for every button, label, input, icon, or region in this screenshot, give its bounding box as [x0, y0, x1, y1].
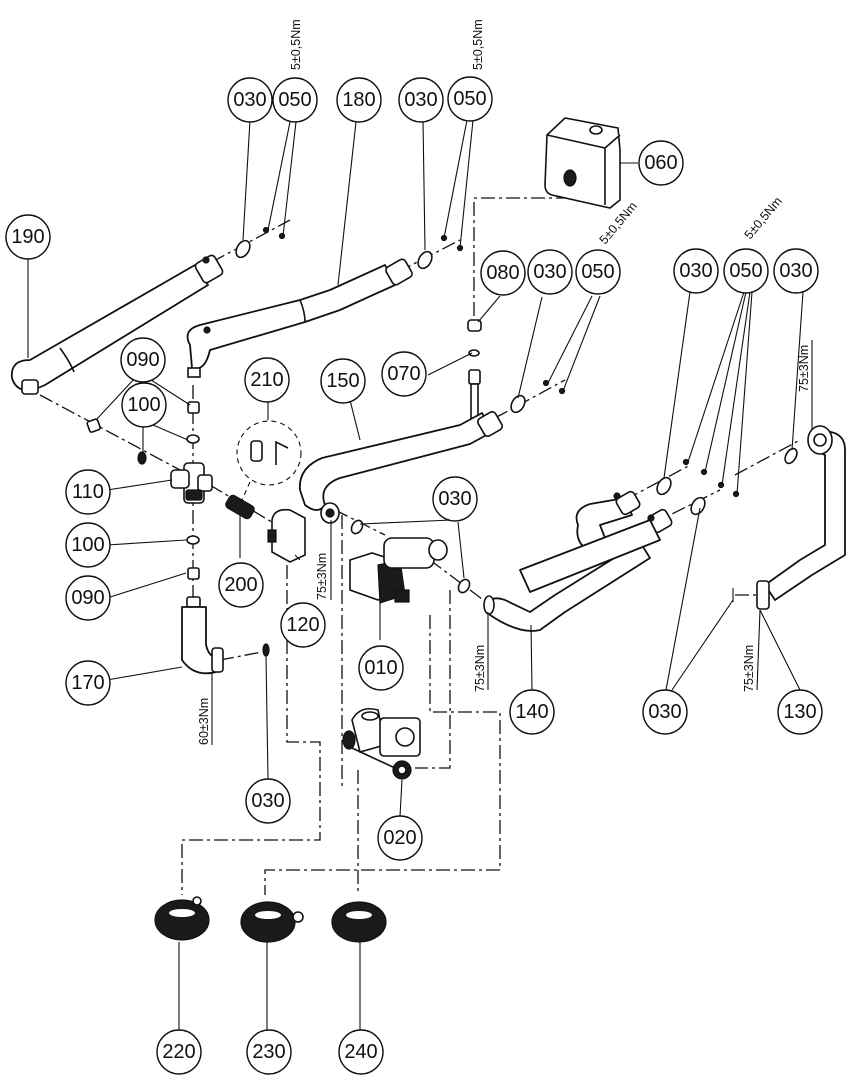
coil-240: [331, 901, 387, 943]
callout-label: 170: [71, 672, 104, 694]
callout-030[interactable]: 030: [673, 248, 719, 294]
callout-label: 020: [383, 827, 416, 849]
callout-030[interactable]: 030: [398, 77, 444, 123]
callout-060[interactable]: 060: [638, 140, 684, 186]
torque-label: 5±0,5Nm: [289, 19, 303, 70]
callout-150[interactable]: 150: [320, 358, 366, 404]
part-210-parts: [250, 440, 289, 465]
pump-020: [342, 707, 421, 780]
o-rings-top: [137, 239, 798, 657]
callout-label: 030: [648, 701, 681, 723]
callout-label: 090: [71, 587, 104, 609]
callout-120[interactable]: 120: [280, 602, 326, 648]
torque-label: 5±0,5Nm: [742, 194, 785, 242]
callout-110[interactable]: 110: [65, 469, 111, 515]
callout-label: 200: [224, 574, 257, 596]
callout-210[interactable]: 210: [244, 357, 290, 403]
callout-label: 030: [233, 89, 266, 111]
callout-030[interactable]: 030: [227, 77, 273, 123]
pipe-140: [483, 541, 651, 632]
parts-080-070: [467, 319, 482, 423]
callouts: 030 050 180 030 050 060 190 080 030 050 …: [5, 76, 823, 1075]
callout-label: 180: [342, 89, 375, 111]
pipe-190: [10, 254, 224, 395]
callout-140[interactable]: 140: [509, 689, 555, 735]
callout-200[interactable]: 200: [218, 562, 264, 608]
callout-030[interactable]: 030: [245, 778, 291, 824]
coil-230: [240, 901, 304, 943]
callout-050[interactable]: 050: [575, 249, 621, 295]
callout-label: 120: [286, 614, 319, 636]
pipe-150: [299, 411, 503, 524]
callout-label: 030: [533, 261, 566, 283]
callout-label: 070: [387, 363, 420, 385]
callout-label: 150: [326, 370, 359, 392]
callout-label: 080: [486, 262, 519, 284]
callout-030[interactable]: 030: [527, 249, 573, 295]
tee-110: [86, 401, 213, 580]
leader-lines: [27, 119, 813, 1030]
callout-240[interactable]: 240: [338, 1029, 384, 1075]
callout-100[interactable]: 100: [121, 382, 167, 428]
callout-label: 240: [344, 1041, 377, 1063]
pipe-right-upper: [519, 490, 673, 593]
torque-label: 5±0,5Nm: [471, 19, 485, 70]
callout-030[interactable]: 030: [432, 476, 478, 522]
coil-220: [154, 896, 210, 941]
callout-050[interactable]: 050: [723, 248, 769, 294]
callout-label: 140: [515, 701, 548, 723]
callout-170[interactable]: 170: [65, 660, 111, 706]
pipe-130: [732, 425, 846, 610]
coils: [154, 896, 387, 943]
callout-030[interactable]: 030: [773, 248, 819, 294]
torque-label: 75±3Nm: [315, 553, 329, 600]
callout-label: 030: [251, 790, 284, 812]
callout-label: 030: [438, 488, 471, 510]
callout-label: 130: [783, 701, 816, 723]
callout-220[interactable]: 220: [156, 1029, 202, 1075]
pipe-180: [186, 258, 413, 378]
callout-090[interactable]: 090: [65, 575, 111, 621]
callout-label: 050: [278, 89, 311, 111]
part-200: [225, 494, 255, 520]
callout-label: 050: [729, 260, 762, 282]
torque-label: 60±3Nm: [197, 698, 211, 745]
callout-010[interactable]: 010: [358, 645, 404, 691]
callout-label: 030: [779, 260, 812, 282]
callout-050[interactable]: 050: [447, 76, 493, 122]
box-060: [544, 117, 621, 209]
callout-label: 050: [581, 261, 614, 283]
callout-label: 210: [250, 369, 283, 391]
callout-070[interactable]: 070: [381, 351, 427, 397]
callout-label: 010: [364, 657, 397, 679]
callout-label: 190: [11, 226, 44, 248]
callout-030[interactable]: 030: [642, 689, 688, 735]
callout-label: 100: [71, 534, 104, 556]
callout-label: 050: [453, 88, 486, 110]
callout-100[interactable]: 100: [65, 522, 111, 568]
torque-label: 75±3Nm: [797, 345, 811, 392]
part-120: [267, 508, 306, 563]
callout-180[interactable]: 180: [336, 77, 382, 123]
callout-080[interactable]: 080: [480, 250, 526, 296]
callout-label: 090: [126, 349, 159, 371]
callout-label: 220: [162, 1041, 195, 1063]
callout-230[interactable]: 230: [246, 1029, 292, 1075]
callout-label: 030: [404, 89, 437, 111]
callout-label: 030: [679, 260, 712, 282]
torque-label: 75±3Nm: [473, 645, 487, 692]
pump-010: [349, 537, 448, 604]
callout-190[interactable]: 190: [5, 214, 51, 260]
callout-label: 060: [644, 152, 677, 174]
callout-020[interactable]: 020: [377, 815, 423, 861]
callout-130[interactable]: 130: [777, 689, 823, 735]
callout-label: 100: [127, 394, 160, 416]
pipe-170: [181, 596, 224, 675]
callout-label: 110: [72, 481, 104, 503]
callout-050[interactable]: 050: [272, 77, 318, 123]
callout-label: 230: [252, 1041, 285, 1063]
callout-090[interactable]: 090: [120, 337, 166, 383]
torque-label: 75±3Nm: [742, 645, 756, 692]
